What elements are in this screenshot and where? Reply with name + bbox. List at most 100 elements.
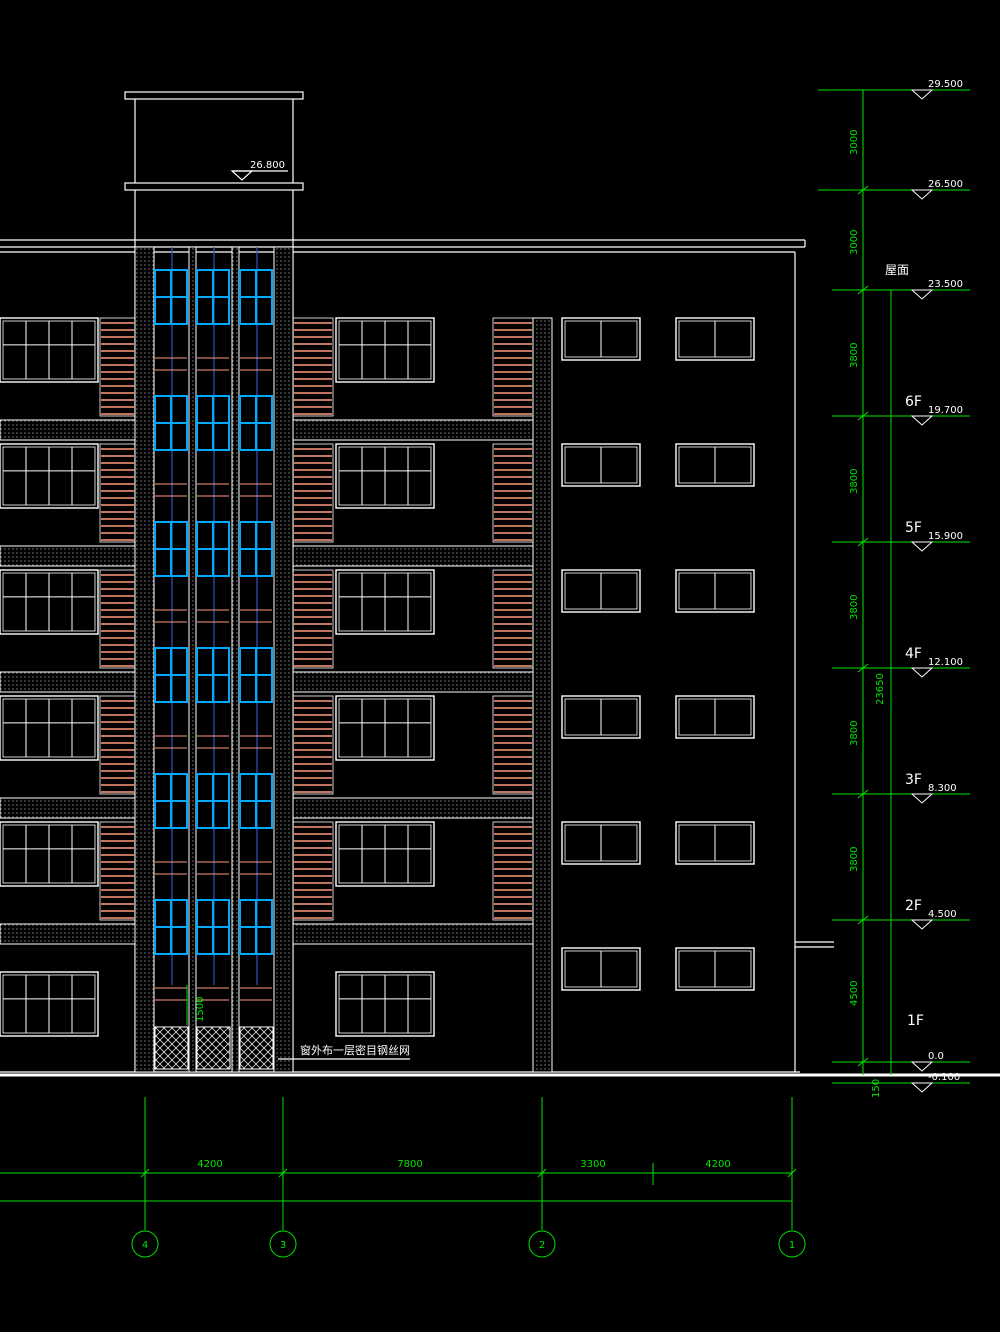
floor-band-left <box>0 797 136 819</box>
axis-label: 2 <box>539 1240 545 1251</box>
axis-dim: 4200 <box>197 1159 222 1170</box>
dim-tick <box>857 285 869 295</box>
level-mark: 29.500 <box>928 79 963 90</box>
floor-label: 2F <box>905 898 922 914</box>
window-right-a <box>561 695 641 739</box>
louver-left <box>99 821 136 921</box>
floor-band-left <box>0 419 136 441</box>
level-marker <box>910 541 934 552</box>
window-left-ground <box>0 971 99 1037</box>
dim-tick <box>857 537 869 547</box>
pier-right <box>273 246 294 1073</box>
level-mark: -0.100 <box>928 1072 960 1083</box>
window-left <box>0 317 99 383</box>
level-mark: 26.500 <box>928 179 963 190</box>
vertical-dim: 3800 <box>849 721 860 746</box>
axis-bubble <box>778 1230 806 1258</box>
window-mid-ground <box>335 971 435 1037</box>
window-left <box>0 443 99 509</box>
level-mark: 8.300 <box>928 783 957 794</box>
pier-center <box>532 317 553 1073</box>
window-left <box>0 695 99 761</box>
window-right-b <box>675 947 755 991</box>
louver-right <box>492 821 534 921</box>
louver-right <box>492 443 534 543</box>
window-right-a <box>561 821 641 865</box>
axis-label: 1 <box>789 1240 795 1251</box>
axis-grid: 4 3 2 1 4200 7800 3300 4200 <box>0 1097 806 1258</box>
level-marker <box>910 89 934 100</box>
floor-label: 1F <box>907 1013 924 1029</box>
level-mark: 4.500 <box>928 909 957 920</box>
window-mid <box>335 821 435 887</box>
building-outline <box>0 239 1000 1077</box>
vertical-dim: 3800 <box>849 847 860 872</box>
stair-dim: 1500 <box>195 997 206 1022</box>
floor-band-mid <box>292 797 534 819</box>
floor-band-mid <box>292 545 534 567</box>
window-mid <box>335 317 435 383</box>
louver-right <box>492 569 534 669</box>
window-right-a <box>561 947 641 991</box>
floor-label: 4F <box>905 646 922 662</box>
dim-tick <box>857 663 869 673</box>
axis-bubble <box>269 1230 297 1258</box>
louver-left <box>99 443 136 543</box>
window-right-a <box>561 317 641 361</box>
louver-left <box>99 695 136 795</box>
vertical-dim: 3000 <box>849 130 860 155</box>
floor-band-left <box>0 923 136 945</box>
axis-dim: 7800 <box>397 1159 422 1170</box>
floor-band-mid <box>292 419 534 441</box>
floor-band-mid <box>292 923 534 945</box>
axis-dim: 4200 <box>705 1159 730 1170</box>
level-marker <box>910 793 934 804</box>
level-marker <box>910 189 934 200</box>
axis-label: 3 <box>280 1240 286 1251</box>
window-right-a <box>561 569 641 613</box>
axis-bubble <box>528 1230 556 1258</box>
vertical-dim: 3000 <box>849 230 860 255</box>
window-left <box>0 569 99 635</box>
vertical-dim: 4500 <box>849 981 860 1006</box>
total-height-dim: 23650 <box>875 673 886 705</box>
floor-band-left <box>0 671 136 693</box>
level-marker <box>910 289 934 300</box>
floor-label: 屋面 <box>885 263 909 277</box>
floor-label: 5F <box>905 520 922 536</box>
dim-tick <box>857 789 869 799</box>
dim-tick <box>857 411 869 421</box>
floor-label: 3F <box>905 772 922 788</box>
louver-left <box>99 569 136 669</box>
window-mid <box>335 443 435 509</box>
axis-dim: 3300 <box>580 1159 605 1170</box>
louver-mid <box>292 443 334 543</box>
mullion-pier-1 <box>188 246 197 1073</box>
stair-top-mark: 26.800 <box>250 160 285 171</box>
dim-tick <box>857 1057 869 1067</box>
vertical-dim: 150 <box>871 1079 882 1098</box>
vertical-dim: 3800 <box>849 469 860 494</box>
axis-label: 4 <box>142 1240 148 1251</box>
level-mark: 12.100 <box>928 657 963 668</box>
window-right-b <box>675 317 755 361</box>
facade <box>0 317 755 1037</box>
level-mark: 0.0 <box>928 1051 944 1062</box>
mesh-panel-1 <box>154 1026 189 1070</box>
window-right-a <box>561 443 641 487</box>
level-marker <box>910 667 934 678</box>
dim-tick <box>857 185 869 195</box>
window-mid <box>335 695 435 761</box>
level-mark: 15.900 <box>928 531 963 542</box>
floor-band-left <box>0 545 136 567</box>
level-mark: 19.700 <box>928 405 963 416</box>
louver-mid <box>292 569 334 669</box>
louver-mid <box>292 695 334 795</box>
mullion-pier-2 <box>231 246 240 1073</box>
mesh-panel-2 <box>196 1026 231 1070</box>
level-marker <box>910 415 934 426</box>
window-right-b <box>675 821 755 865</box>
level-mark: 23.500 <box>928 279 963 290</box>
dim-tick <box>857 915 869 925</box>
